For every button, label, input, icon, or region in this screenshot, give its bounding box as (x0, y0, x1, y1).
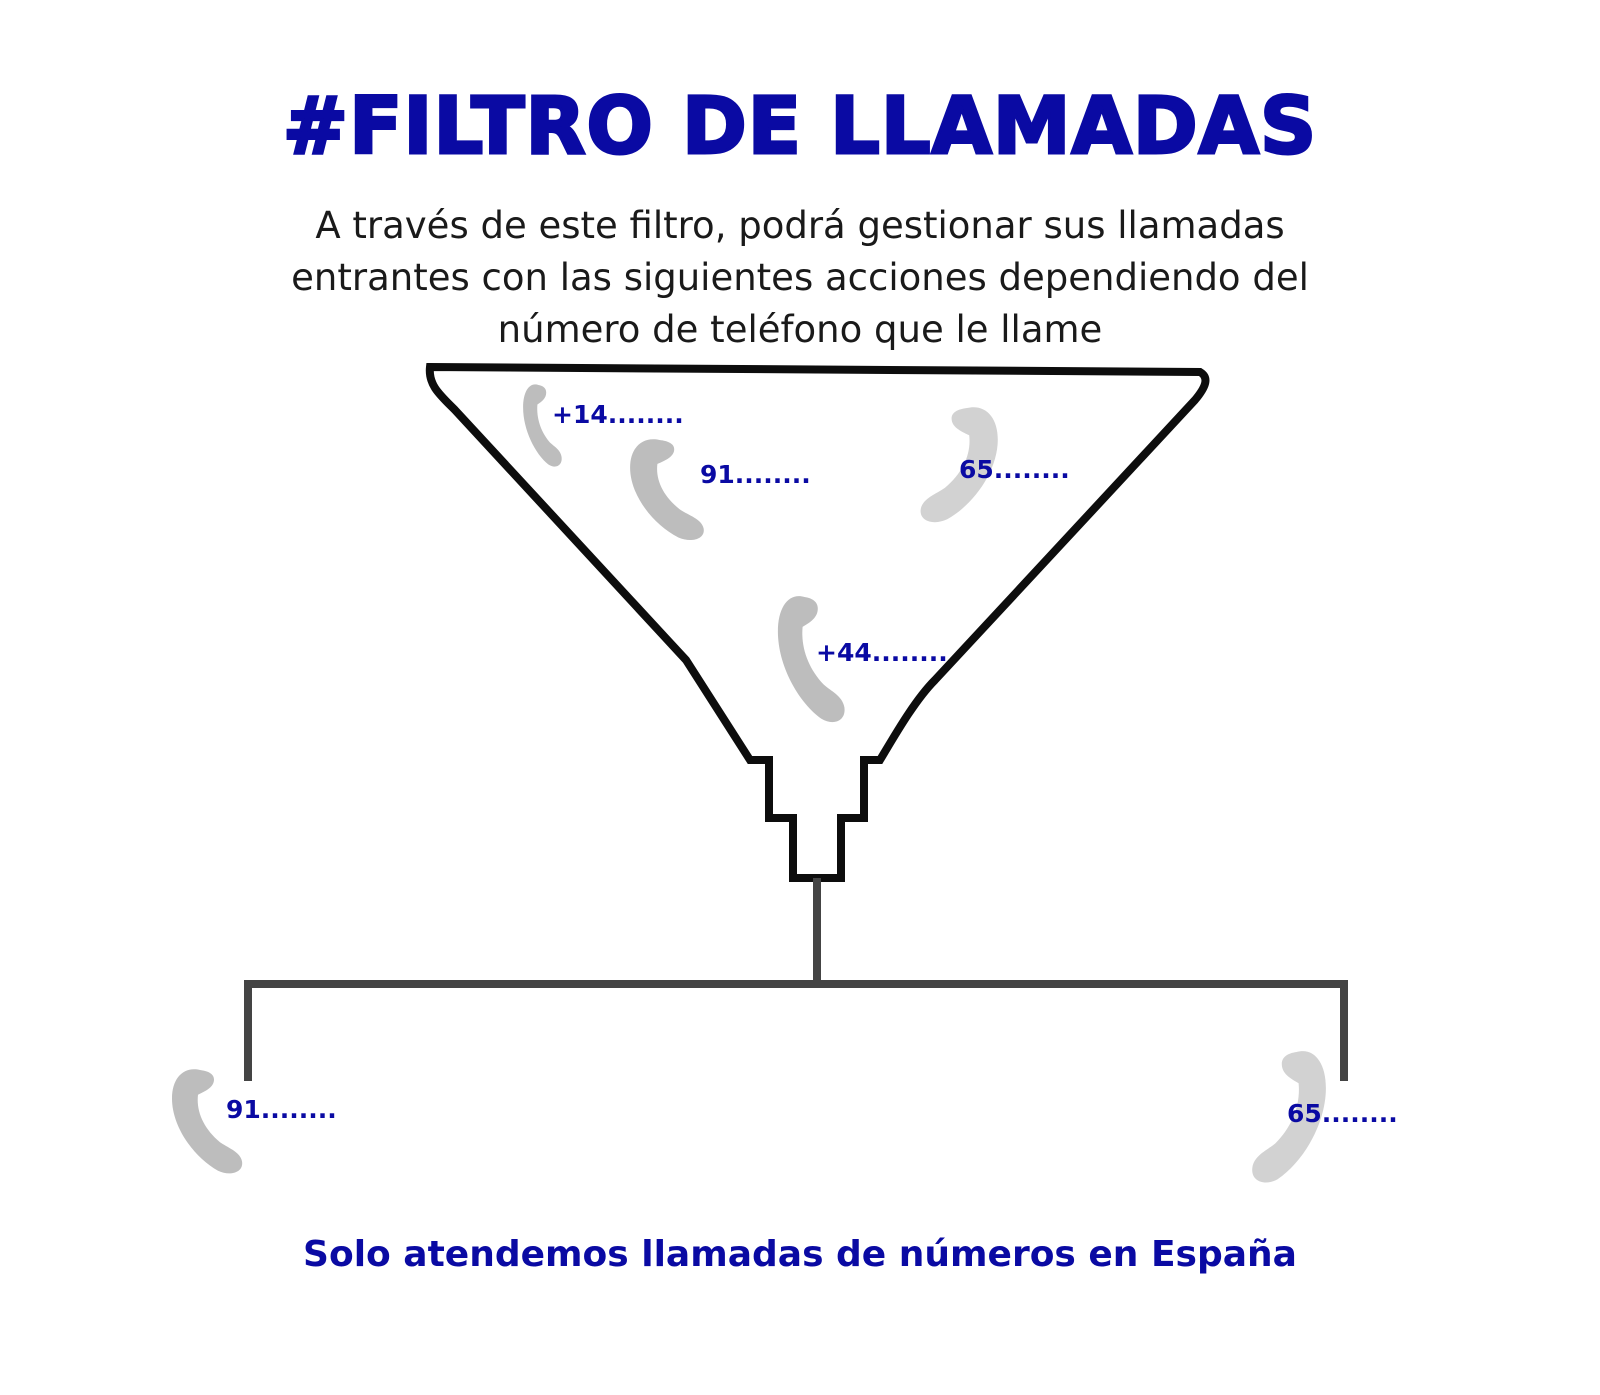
call-number: +44........ (816, 638, 948, 667)
call-number: +14........ (552, 400, 684, 429)
funnel-outline (425, 362, 1210, 882)
description-line-1: A través de este filtro, podrá gestionar… (315, 204, 1285, 247)
phone-handset-icon (630, 439, 704, 541)
call-number: 65........ (959, 455, 1070, 484)
branch-connector (244, 878, 1348, 1081)
footer-note: Solo atendemos llamadas de números en Es… (303, 1234, 1297, 1275)
page-title: #FILTRO DE LLAMADAS (281, 82, 1318, 172)
description: A través de este filtro, podrá gestionar… (200, 200, 1400, 356)
description-line-2: entrantes con las siguientes acciones de… (291, 256, 1309, 299)
accepted-number: 91........ (226, 1095, 337, 1124)
call-number: 91........ (700, 460, 811, 489)
accepted-number: 65........ (1287, 1099, 1398, 1128)
description-line-3: número de teléfono que le llame (497, 308, 1103, 351)
